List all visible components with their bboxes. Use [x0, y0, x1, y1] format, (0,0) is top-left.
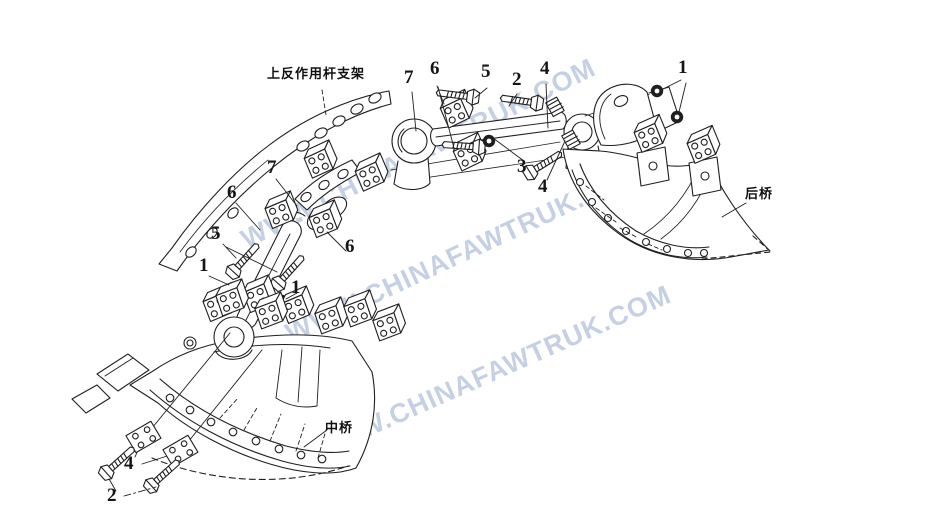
upper-bracket-drawing: [158, 90, 392, 272]
callout-1-left-b: 1: [291, 277, 301, 298]
callout-5-left: 5: [211, 223, 221, 244]
callout-1-left-a: 1: [199, 255, 209, 276]
callout-4-top: 4: [540, 58, 550, 79]
callout-2-bottom: 2: [107, 485, 117, 506]
callout-4-bottom: 4: [124, 453, 134, 474]
callout-leader-lines: [108, 79, 747, 497]
middle-axle-drawing: [71, 273, 408, 497]
line-art-root: [71, 79, 771, 497]
upper-rod-drawing: [390, 84, 603, 191]
callout-2-top: 2: [512, 69, 522, 90]
rear-axle-drawing: [562, 83, 771, 261]
callout-6-top: 6: [430, 58, 440, 79]
callout-3-right: 3: [517, 156, 527, 177]
callout-6-left-a: 6: [227, 182, 237, 203]
callout-4-right: 4: [538, 176, 548, 197]
callout-7-top: 7: [404, 67, 414, 88]
callout-6-left-b: 6: [345, 236, 355, 257]
callout-1-top: 1: [678, 57, 688, 78]
label-upper-bracket: 上反作用杆支架: [267, 66, 366, 81]
label-rear-axle: 后桥: [745, 186, 774, 201]
label-middle-axle: 中桥: [325, 420, 354, 435]
callout-5-top: 5: [481, 61, 491, 82]
callout-7-left: 7: [267, 157, 277, 178]
